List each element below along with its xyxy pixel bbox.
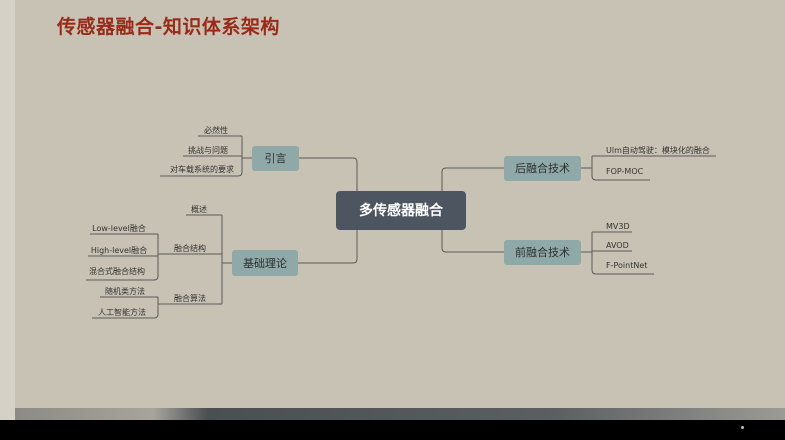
branch-label-yinyan: 引言: [265, 151, 287, 165]
connector-qian-leaves: [581, 231, 654, 275]
branch-label-jichu: 基础理论: [243, 256, 287, 270]
jichu-jiegou-label: 融合结构: [174, 243, 206, 253]
branch-node-jichu: [232, 250, 298, 276]
leaf-qian-2: AVOD: [606, 241, 629, 250]
leaf-jiegou-2: High-level融合: [91, 245, 147, 255]
branch-node-yinyan: [252, 146, 299, 171]
leaf-qian-3: F-PointNet: [606, 261, 647, 270]
leaf-suanfa-1: 随机类方法: [105, 286, 145, 296]
connector-yinyan-leaves: [160, 135, 252, 177]
leaf-suanfa-2: 人工智能方法: [98, 307, 146, 317]
leaf-hou-2: FOP-MOC: [606, 167, 644, 176]
leaf-hou-1: Ulm自动驾驶：模块化的融合: [606, 145, 710, 155]
left-edge-strip: [0, 0, 15, 420]
leaf-yinyan-1: 必然性: [204, 125, 228, 135]
connector-jichu-branches: [170, 214, 232, 305]
bottom-black-bar: [0, 420, 785, 440]
leaf-yinyan-3: 对车载系统的要求: [170, 164, 234, 174]
leaf-yinyan-2: 挑战与问题: [188, 145, 228, 155]
leaf-qian-1: MV3D: [606, 222, 630, 231]
leaf-jiegou-1: Low-level融合: [92, 223, 146, 233]
indicator-dot: [741, 426, 744, 429]
connector-jiegou-leaves: [86, 233, 170, 281]
branch-label-hou: 后融合技术: [515, 161, 570, 175]
jichu-suanfa-label: 融合算法: [174, 293, 206, 303]
slide-title: 传感器融合-知识体系架构: [57, 16, 280, 38]
branch-node-hou: [504, 156, 581, 181]
branch-label-qian: 前融合技术: [515, 245, 570, 259]
branch-node-qian: [504, 240, 581, 265]
center-node: [336, 191, 466, 230]
leaf-jiegou-3: 混合式融合结构: [89, 266, 145, 276]
center-node-label: 多传感器融合: [359, 202, 444, 219]
connector-hou-leaves: [581, 155, 716, 181]
footer-decor-bar: [15, 408, 785, 420]
connector-suanfa-leaves: [92, 296, 170, 319]
jichu-gaishu: 概述: [191, 204, 207, 214]
